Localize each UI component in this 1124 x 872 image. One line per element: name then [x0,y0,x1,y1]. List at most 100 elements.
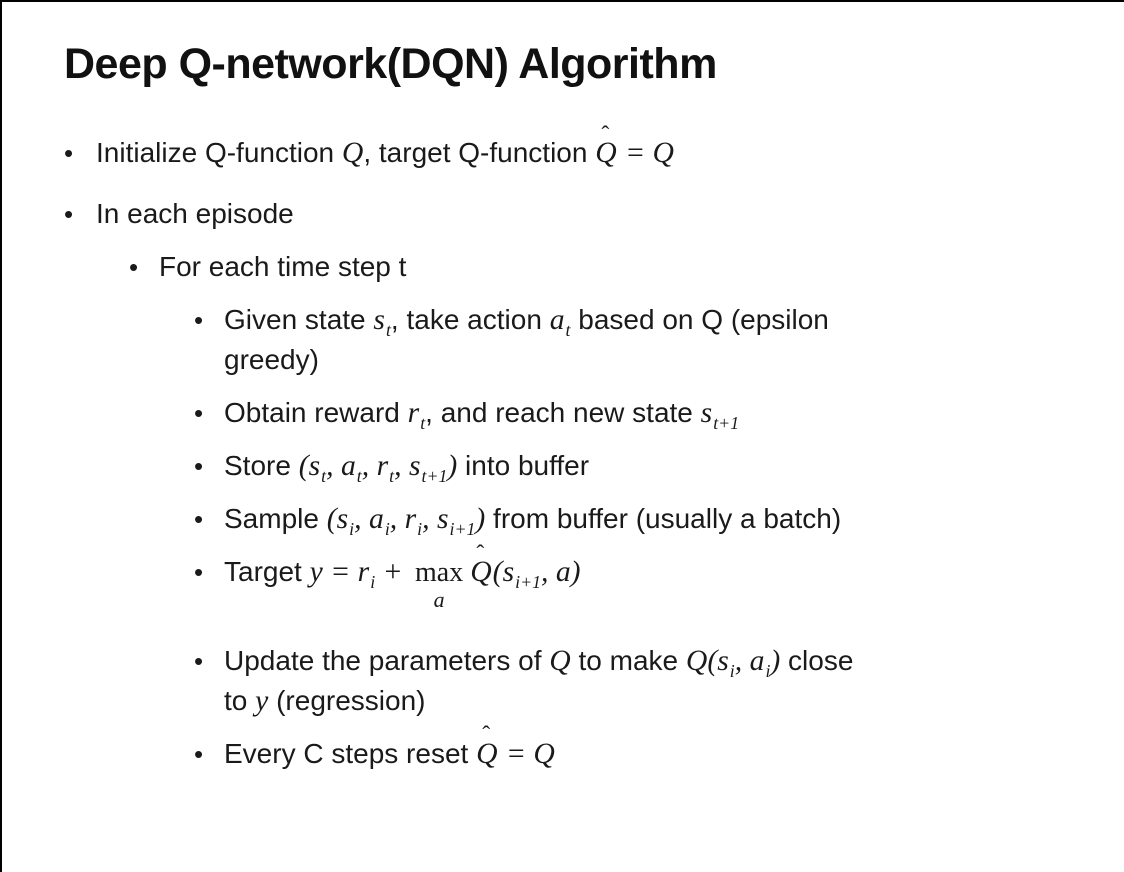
bullet-item: • In each episode [64,194,1094,234]
math-subscript: i [417,518,423,539]
text-segment: close [780,644,854,676]
bullet-text: Initialize Q-function Q, target Q-functi… [96,121,1094,173]
math-segment: , [361,450,377,482]
math-subscript: i+1 [449,518,476,539]
bullet-marker: • [194,738,204,769]
text-line: Given state st, take action at based on … [224,300,1094,340]
math-segment: Q [685,644,708,677]
math-segment: st [308,450,327,486]
math-segment: st+1 [700,397,740,433]
math-segment: si [336,503,355,539]
operator-subscript: a [433,588,445,612]
math-subscript: t+1 [421,465,448,486]
math-subscript: t [321,465,327,486]
bullet-text: Given state st, take action at based on … [224,300,1094,380]
math-segment: ai [749,644,771,681]
math-segment: , [326,450,341,482]
bullet-item: • Obtain reward rt, and reach new state s… [194,393,1094,433]
math-segment: a [555,556,571,588]
math-segment: , [422,503,437,535]
bullet-item: • Sample (si, ai, ri, si+1) from buffer (… [194,499,1094,539]
text-line: Store (st, at, rt, st+1) into buffer [224,446,1094,486]
math-segment: ( [492,556,503,588]
bullet-marker: • [64,199,74,229]
math-segment: ) [447,450,458,482]
math-segment: ) [770,644,781,677]
text-segment: Obtain reward [224,397,408,428]
text-segment: to [224,684,256,716]
text-segment: greedy) [224,344,319,375]
bullet-marker: • [194,398,204,428]
math-segment: = [617,137,653,169]
math-segment: Q [549,644,571,677]
bullet-marker: • [194,305,204,335]
slide-title: Deep Q-network(DQN) Algorithm [64,40,717,88]
bullet-item: • Given state st, take action at based on… [194,300,1094,380]
bullet-item: • Store (st, at, rt, st+1) into buffer [194,446,1094,486]
math-segment: = [498,737,534,770]
text-line: Sample (si, ai, ri, si+1) from buffer (u… [224,499,1094,539]
bullet-marker: • [64,138,74,168]
text-segment: Every C steps reset [224,737,477,769]
operator-name: max [415,557,464,588]
text-segment: from buffer (usually a batch) [485,503,842,534]
math-subscript: i [729,660,735,681]
math-segment: si [717,644,735,681]
math-segment: + [375,556,411,588]
math-segment: si+1 [436,503,476,539]
bullet-text: Store (st, at, rt, st+1) into buffer [224,446,1094,486]
math-subscript: t [420,412,426,433]
math-subscript: t [356,465,362,486]
bullet-text: Obtain reward rt, and reach new state st… [224,393,1094,433]
math-subscript: t [389,465,395,486]
text-line: Update the parameters of Q to make Q(si,… [224,641,1094,681]
bullet-marker: • [194,451,204,481]
text-segment: Initialize Q-function [96,137,342,168]
text-segment: , and reach new state [425,397,701,428]
bullet-marker: • [194,504,204,534]
math-segment: ( [326,503,337,535]
bullet-text: For each time step t [159,247,1094,287]
math-segment: ) [475,503,486,535]
text-segment: Update the parameters of [224,644,550,676]
text-segment: based on Q (epsilon [570,304,829,335]
text-line: Obtain reward rt, and reach new state st… [224,393,1094,433]
bullet-item: • Update the parameters of Q to make Q(si… [194,641,1094,721]
bullet-item: •For each time step t [129,247,1094,287]
math-segment: Q [533,737,555,770]
math-segment: Q [341,137,364,169]
text-segment: , take action [390,304,550,335]
text-line: Initialize Q-function Q, target Q-functi… [96,121,1094,173]
math-segment: , [734,644,750,677]
text-segment: to make [570,644,686,676]
text-line: to y (regression) [224,681,1094,721]
math-subscript: t [565,319,571,340]
math-segment: si+1 [502,556,541,592]
bullet-marker: • [194,645,204,676]
math-segment: , [354,503,369,535]
text-segment: (regression) [268,684,426,716]
math-subscript: i [765,660,771,681]
math-segment: ) [570,556,581,588]
math-subscript: t [385,319,391,340]
math-segment: at [340,450,362,486]
text-segment: For each time step t [159,251,407,282]
hat-accent: ˆ [476,540,485,567]
math-subscript: i+1 [515,571,541,592]
math-segment: ai [368,503,390,539]
math-segment: = [322,556,358,588]
text-line: greedy) [224,340,1094,380]
math-segment: ri [404,503,423,539]
math-segment: , [394,450,409,482]
text-line: In each episode [96,194,1094,234]
